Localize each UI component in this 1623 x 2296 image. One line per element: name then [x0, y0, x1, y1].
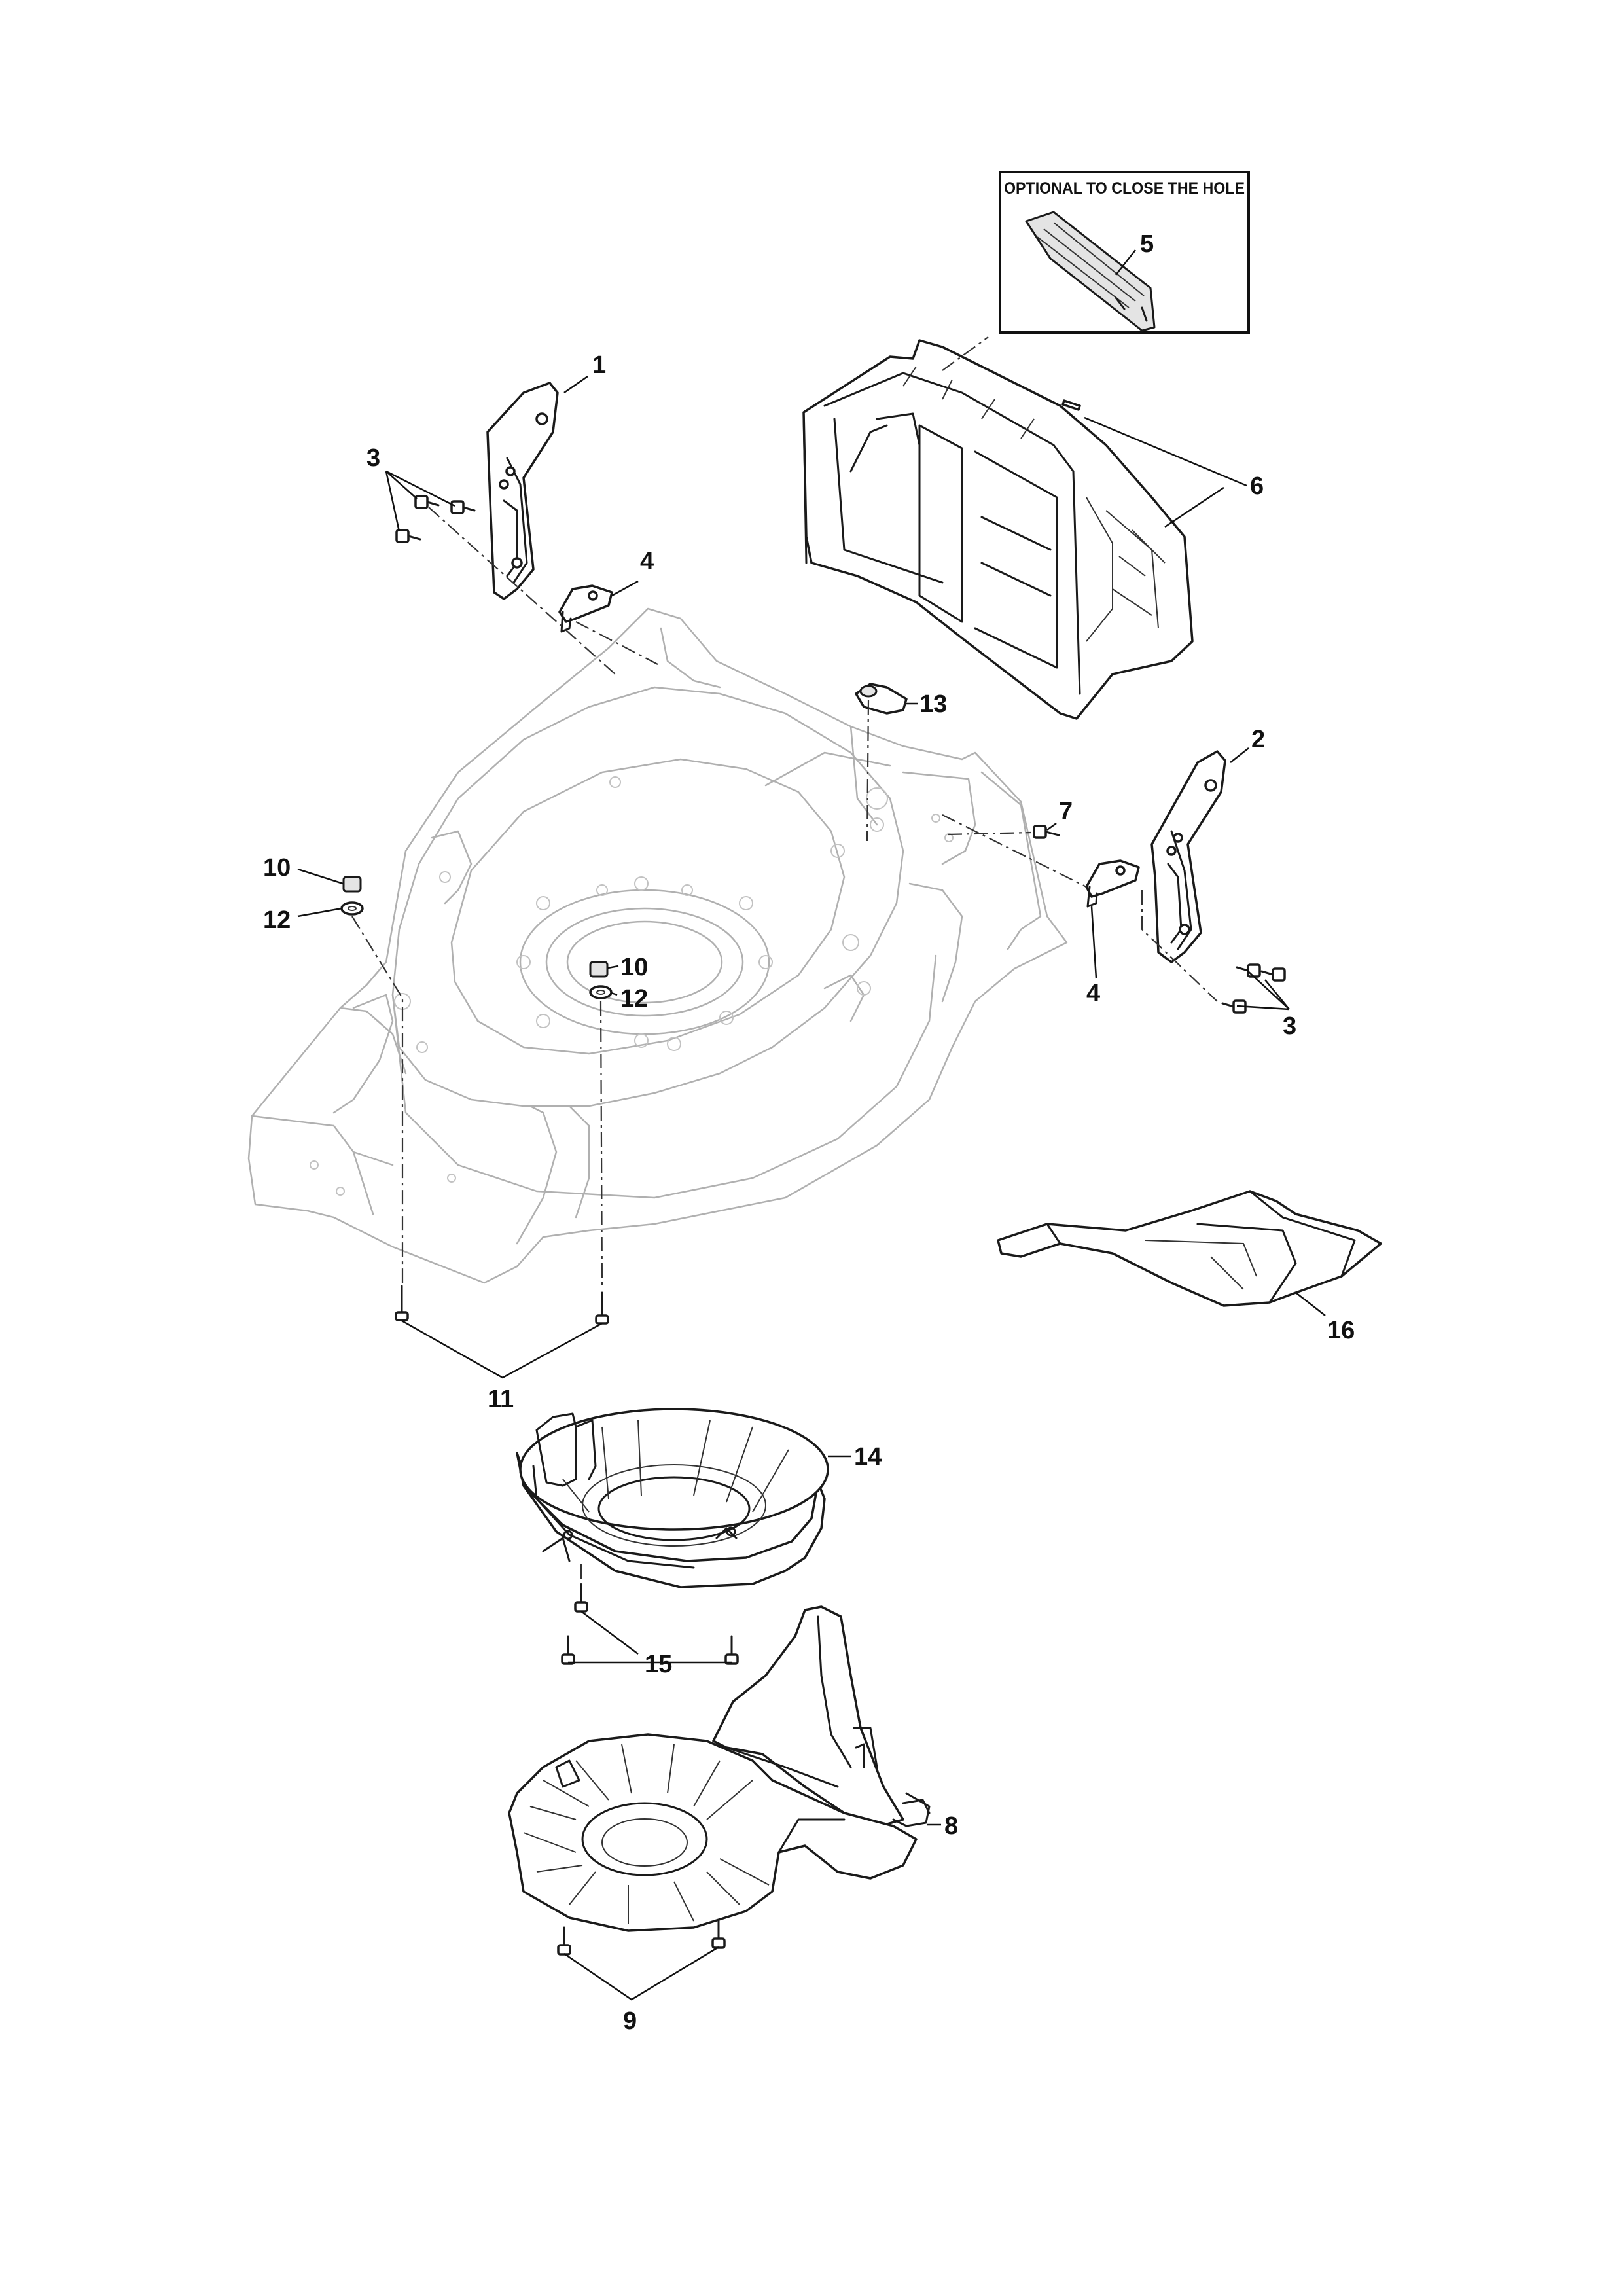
callout-6: 6	[1250, 473, 1264, 500]
bolt-7	[1033, 825, 1060, 839]
callout-16: 16	[1327, 1317, 1355, 1344]
screw-11-left	[395, 1285, 409, 1321]
callout-11: 11	[488, 1386, 514, 1413]
screws-3-right	[1221, 963, 1286, 1014]
screw-9-right	[711, 1920, 726, 1949]
callout-4: 4	[1086, 980, 1100, 1007]
frame-pin	[1061, 399, 1081, 411]
blade-housing	[508, 1733, 918, 1932]
screws-3-left	[395, 495, 476, 543]
screw	[414, 495, 440, 509]
washer-12-left	[340, 901, 364, 916]
leader-lines	[297, 249, 1326, 2001]
grass-box-frame	[802, 339, 1194, 720]
screw-15-top	[574, 1583, 588, 1613]
screw	[1260, 967, 1286, 982]
screw	[450, 500, 476, 514]
callout-10: 10	[620, 954, 648, 981]
optional-hole-cover-inset: OPTIONAL TO CLOSE THE HOLE	[999, 171, 1250, 334]
callout-12: 12	[620, 985, 648, 1013]
alignment-lines	[351, 336, 1218, 1584]
washer-12-center	[589, 985, 613, 999]
callout-12: 12	[263, 906, 291, 934]
blade-shroud-14	[516, 1408, 829, 1588]
screw-15-left	[561, 1635, 575, 1665]
callouts: 1 2 3 3 4 4 5 6 7 8 9 10 10 11 12 12 13 …	[263, 230, 1355, 2035]
bracket-plate-right	[1085, 859, 1140, 908]
hole-cover-plate	[1025, 211, 1156, 332]
callout-1: 1	[592, 351, 606, 379]
screw	[395, 529, 421, 543]
callout-10: 10	[263, 854, 291, 882]
screw-15-right	[724, 1635, 739, 1665]
handle-bracket-left	[486, 382, 559, 600]
mower-deck	[247, 607, 1068, 1284]
callout-15: 15	[645, 1651, 672, 1678]
callout-2: 2	[1251, 726, 1265, 753]
nut-10-center	[589, 961, 609, 978]
callout-9: 9	[623, 2007, 637, 2035]
inset-title: OPTIONAL TO CLOSE THE HOLE	[1004, 179, 1245, 198]
screw-9-left	[557, 1926, 571, 1956]
callout-13: 13	[919, 691, 947, 718]
callout-7: 7	[1059, 798, 1073, 825]
callout-5: 5	[1140, 230, 1154, 258]
bracket-plate-left	[558, 584, 613, 633]
callout-14: 14	[854, 1443, 882, 1471]
rear-flap-16	[997, 1190, 1382, 1307]
cap-13	[855, 683, 908, 715]
callout-3: 3	[1283, 1013, 1296, 1040]
callout-4: 4	[640, 548, 654, 575]
handle-bracket-right	[1150, 750, 1226, 963]
nut-10-left	[342, 876, 362, 893]
callout-3: 3	[366, 444, 380, 472]
screw-11-right	[595, 1291, 609, 1325]
callout-8: 8	[944, 1812, 958, 1840]
